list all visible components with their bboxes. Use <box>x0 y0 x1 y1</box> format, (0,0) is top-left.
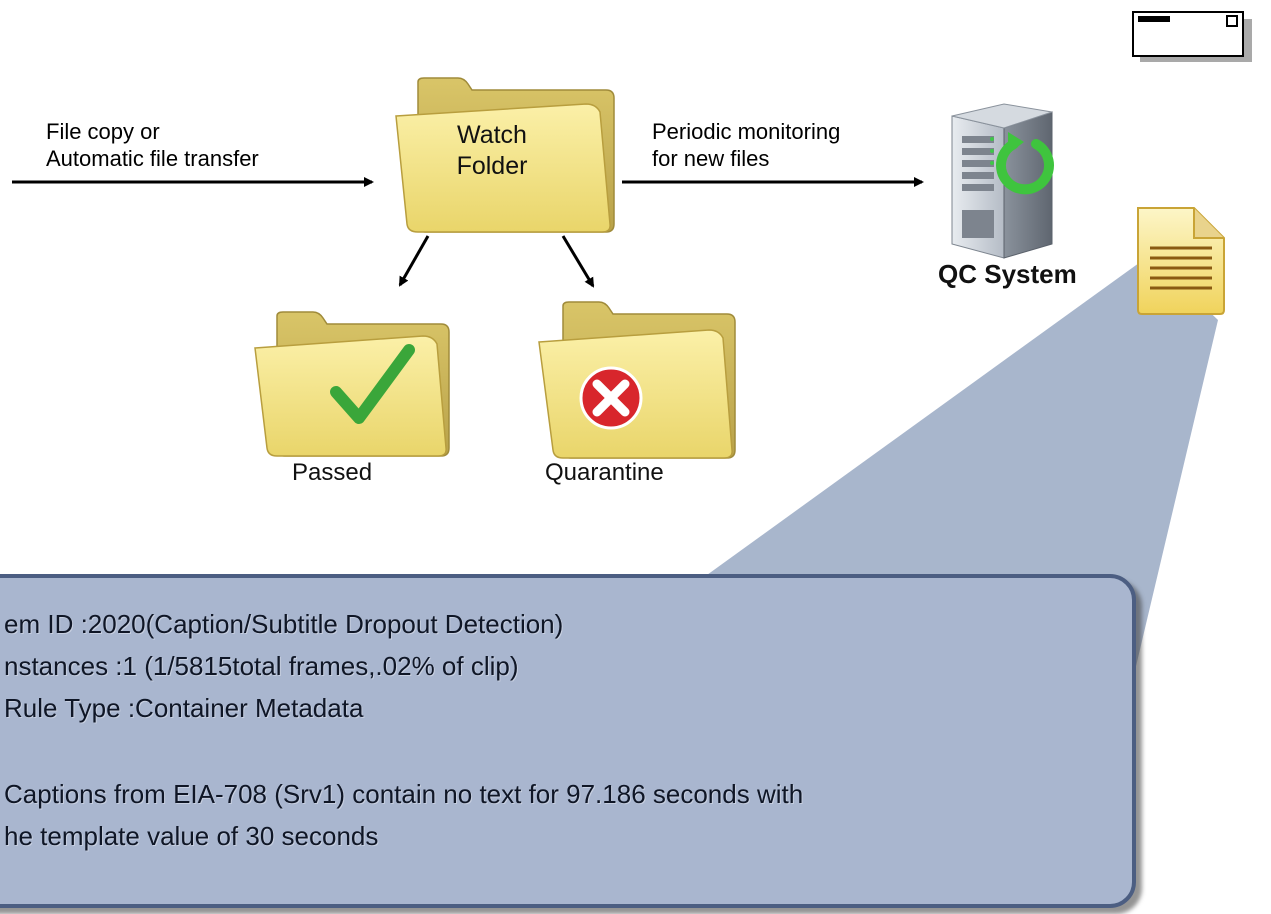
report-line-message-2: he template value of 30 seconds <box>4 821 379 851</box>
report-line-message-1: Captions from EIA-708 (Srv1) contain no … <box>4 779 804 809</box>
report-line-item-id: em ID :2020(Caption/Subtitle Dropout Det… <box>4 609 564 639</box>
watch-folder-label-line1: Watch <box>457 121 527 149</box>
monitor-label-line2: for new files <box>652 146 770 171</box>
document-icon <box>1137 207 1225 315</box>
source-label-line2: Automatic file transfer <box>46 146 259 171</box>
qc-system-label: QC System <box>938 259 1077 289</box>
window-icon <box>1132 11 1252 62</box>
folder-error-icon <box>538 301 736 459</box>
report-panel: em ID :2020(Caption/Subtitle Dropout Det… <box>0 574 1136 908</box>
folder-icon <box>395 77 615 233</box>
arrow-to-quarantine <box>561 235 595 288</box>
passed-label: Passed <box>292 459 373 486</box>
quarantine-label: Quarantine <box>545 459 664 486</box>
server-icon <box>951 103 1054 259</box>
folder-check-icon <box>254 311 450 457</box>
arrow-to-passed <box>398 235 430 287</box>
source-label-line1: File copy or <box>46 119 160 144</box>
monitor-label-line1: Periodic monitoring <box>652 119 841 144</box>
watch-folder-label-line2: Folder <box>456 152 528 180</box>
report-line-rule-type: Rule Type :Container Metadata <box>4 693 364 723</box>
report-line-instances: nstances :1 (1/5815total frames,.02% of … <box>4 651 519 681</box>
